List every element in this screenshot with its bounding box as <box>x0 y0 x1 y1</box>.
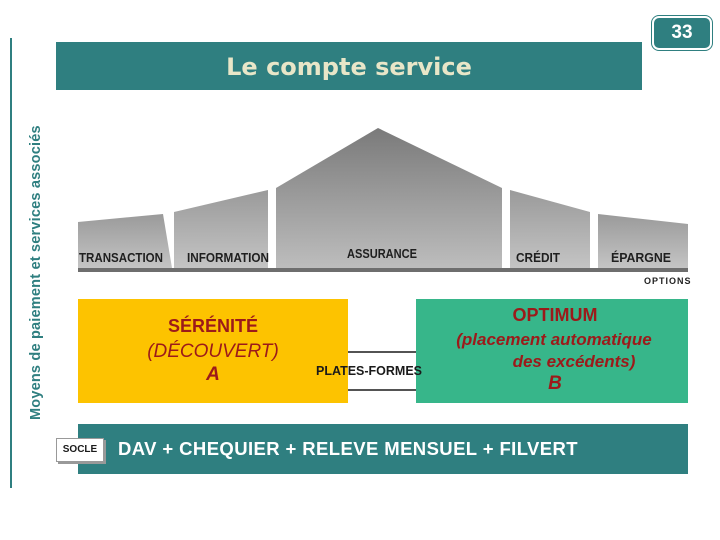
options-label: OPTIONS <box>644 276 692 286</box>
offer-a-detail: (DÉCOUVERT) <box>147 341 279 362</box>
page-title: Le compte service <box>226 53 472 81</box>
offer-a-title: SÉRÉNITÉ <box>167 316 259 336</box>
pillar-transaction: TRANSACTION <box>79 250 163 265</box>
pillar-epargne: ÉPARGNE <box>611 250 671 265</box>
socle-label: SOCLE <box>56 438 104 462</box>
roof-shape <box>174 190 268 268</box>
title-banner: Le compte service <box>56 42 642 90</box>
platforms-label: PLATES-FORMES <box>316 364 423 378</box>
roof-shape <box>78 214 172 268</box>
offer-a-letter: A <box>206 364 220 385</box>
pillar-information: INFORMATION <box>187 250 269 265</box>
ground-line <box>78 268 688 272</box>
offer-b-detail: (placement automatique des excédents) <box>418 329 690 373</box>
socle-text: DAV + CHEQUIER + RELEVE MENSUEL + FILVER… <box>118 438 578 459</box>
page-number: 33 <box>652 16 712 50</box>
pillar-assurance: ASSURANCE <box>347 246 417 261</box>
roof-shape <box>276 128 502 268</box>
pillar-credit: CRÉDIT <box>516 250 560 265</box>
offer-b-detail-line2: des excédents) <box>512 352 636 371</box>
offer-b-detail-line1: (placement automatique <box>456 330 652 349</box>
offer-b-box <box>416 299 688 403</box>
sidebar <box>10 38 48 488</box>
socle-bar <box>78 424 688 474</box>
offer-b-title: OPTIMUM <box>512 305 598 325</box>
roof-shape <box>510 190 590 268</box>
offer-a-name: SÉRÉNITÉ (DÉCOUVERT) <box>128 314 298 364</box>
offer-a-box <box>78 299 348 403</box>
roof-shape <box>598 214 688 268</box>
offer-b-letter: B <box>548 373 562 394</box>
